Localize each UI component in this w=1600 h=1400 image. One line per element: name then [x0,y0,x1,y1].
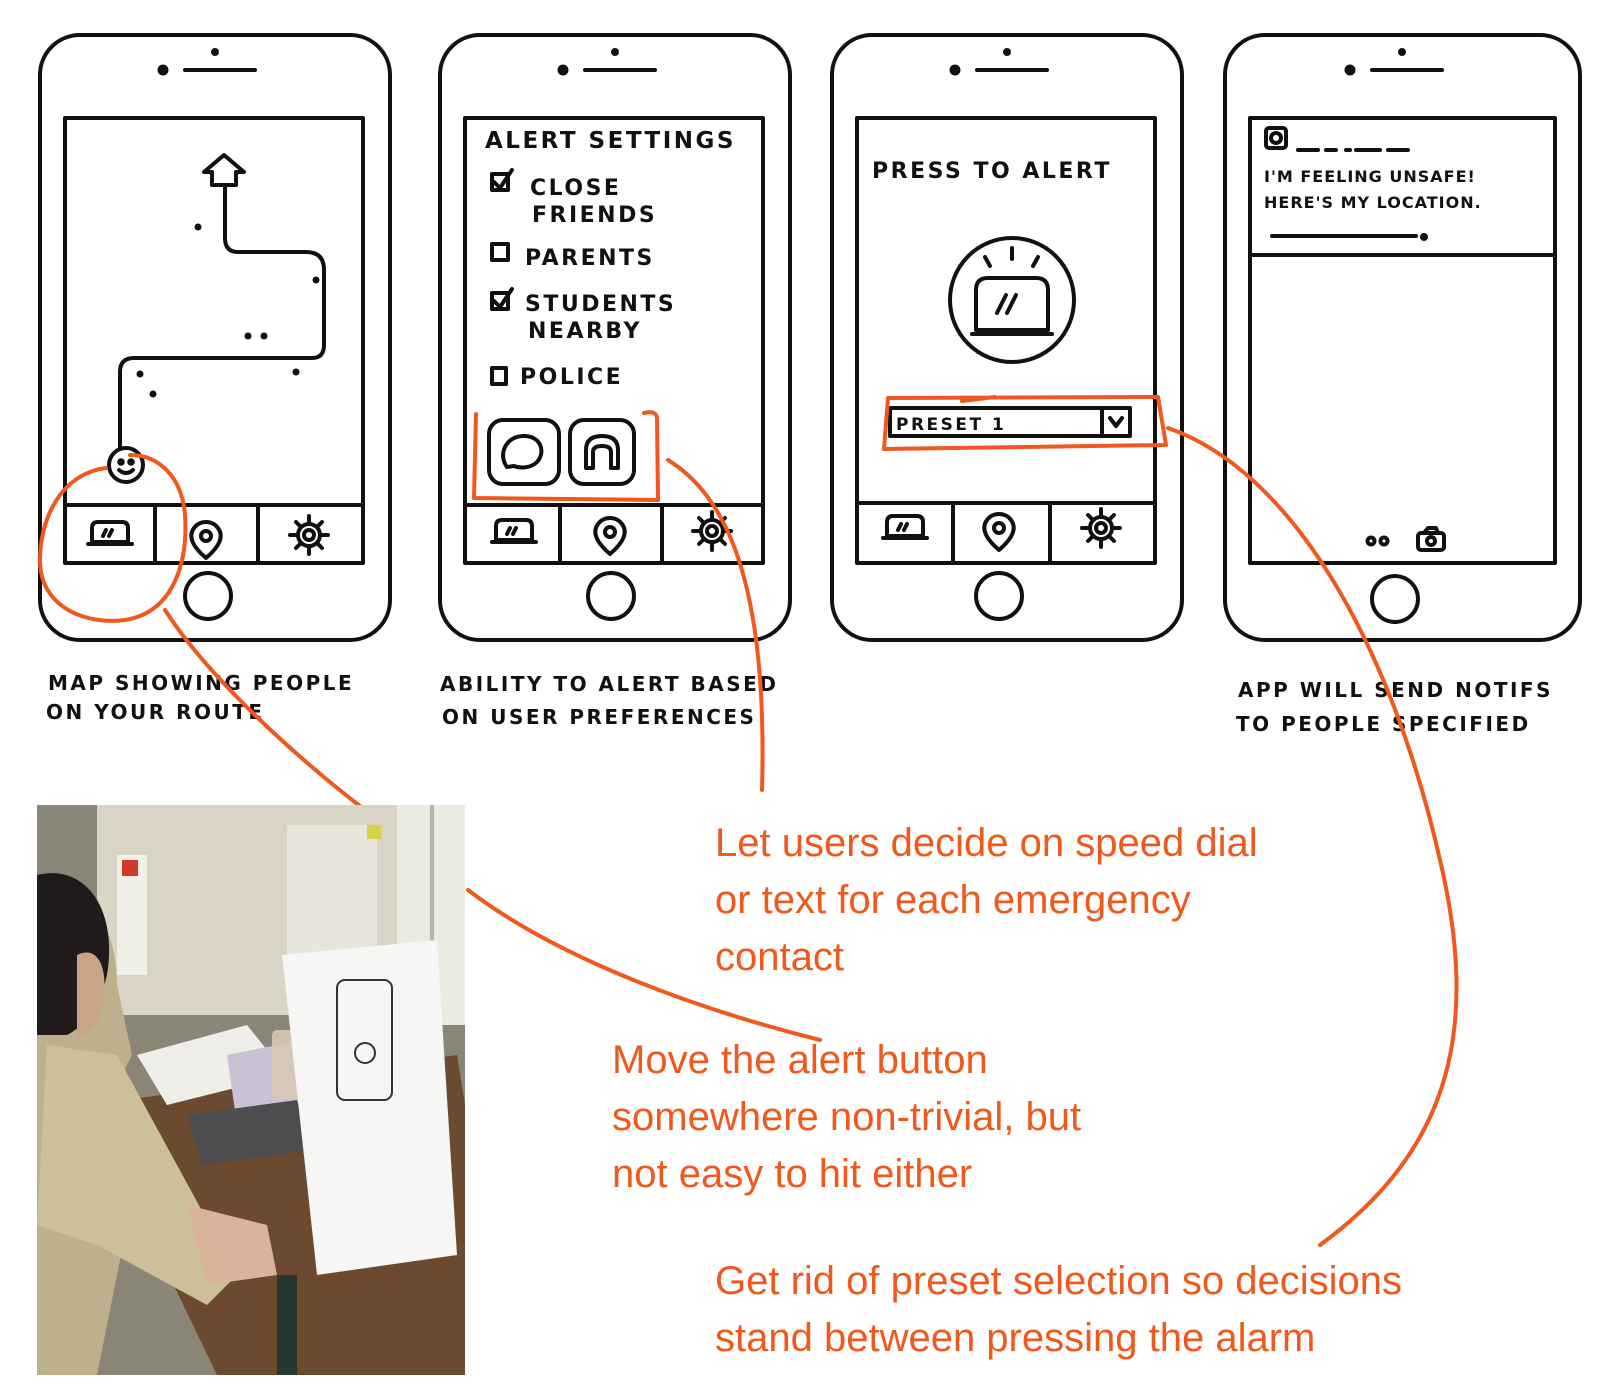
caption-notifs-line1: APP WILL SEND NOTIFS [1238,678,1553,702]
phone-press-to-alert [830,33,1184,642]
caption-alert-line1: ABILITY TO ALERT BASED [440,672,778,696]
connector-map [163,608,367,812]
user-testing-photo [37,805,465,1375]
caption-alert-line2: ON USER PREFERENCES [442,705,756,729]
option-parents: PARENTS [525,246,655,271]
people-dots [136,223,320,398]
press-to-alert-title: PRESS TO ALERT [872,159,1112,184]
note-speed-dial-line3: contact [715,935,844,979]
note-alert-button: Move the alert button somewhere non-triv… [612,1032,1081,1203]
checkbox-police[interactable] [490,366,508,386]
caption-notifs-line2: TO PEOPLE SPECIFIED [1236,712,1531,736]
connector-speed-dial [666,458,765,792]
phone-map [38,33,392,642]
option-students-line1: STUDENTS [525,292,676,317]
caption-map-line1: MAP SHOWING PEOPLE [48,671,354,695]
note-speed-dial-line1: Let users decide on speed dial [715,821,1258,865]
user-avatar-icon [107,446,145,484]
gear-icon[interactable] [1080,507,1122,549]
alert-settings-title: ALERT SETTINGS [485,128,736,154]
checkbox-close-friends[interactable] [490,168,514,192]
note-preset-line1: Get rid of preset selection so decisions [715,1259,1403,1303]
note-preset-line2: stand between pressing the alarm [715,1316,1316,1360]
highlight-preset [882,395,1168,451]
location-pin-icon[interactable] [189,520,223,560]
option-close-friends-line1: CLOSE [530,176,621,201]
connector-alert-button [466,888,822,1042]
phone-alert-settings [438,33,792,642]
checkbox-students-nearby[interactable] [490,287,514,311]
option-students-line2: NEARBY [528,319,642,344]
notification-line1: I'M FEELING UNSAFE! [1264,167,1476,186]
speech-bubble-icon[interactable] [487,418,561,486]
highlight-alarm-tab [38,453,188,623]
alarm-icon[interactable] [490,518,538,544]
camera-icon[interactable] [1416,526,1446,552]
note-speed-dial-line2: or text for each emergency [715,878,1191,922]
option-close-friends-line2: FRIENDS [532,203,657,228]
note-speed-dial: Let users decide on speed dial or text f… [715,815,1258,986]
note-preset: Get rid of preset selection so decisions… [715,1253,1402,1367]
arrow-up-icon [202,153,246,187]
location-pin-icon[interactable] [593,516,627,556]
location-pin-icon[interactable] [982,512,1016,552]
chevron-down-icon[interactable] [1108,416,1124,428]
preset-dropdown[interactable] [888,406,1132,438]
checkbox-parents[interactable] [490,242,510,262]
notification-line2: HERE'S MY LOCATION. [1264,193,1482,212]
alarm-icon[interactable] [881,514,929,540]
highlight-speed-dial [472,410,660,502]
alarm-icon[interactable] [86,520,134,546]
phone-handset-icon[interactable] [568,418,636,486]
annotation-marks [38,395,1459,1247]
preset-value: PRESET 1 [896,415,1006,435]
note-alert-button-line3: not easy to hit either [612,1152,973,1196]
caption-map-line2: ON YOUR ROUTE [46,700,265,724]
gear-icon[interactable] [288,514,330,556]
note-alert-button-line2: somewhere non-trivial, but [612,1095,1082,1139]
app-icon [1264,126,1288,150]
phone-notification [1223,33,1582,642]
note-alert-button-line1: Move the alert button [612,1038,988,1082]
option-police: POLICE [520,365,623,390]
connector-preset [1166,426,1459,1247]
route-path [118,183,326,450]
alert-button[interactable] [948,236,1076,364]
